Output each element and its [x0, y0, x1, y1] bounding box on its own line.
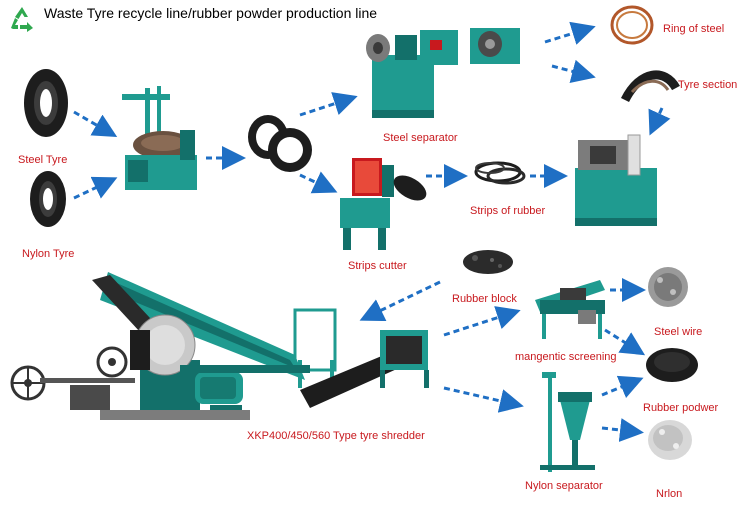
arrow-shredder-to-nylon-separator: [443, 386, 524, 413]
label-nylon-separator: Nylon separator: [525, 480, 603, 492]
label-magnetic-screening: mangentic screening: [515, 351, 617, 363]
rubber-crusher-machine: [575, 134, 657, 226]
arrow-block-to-shredder: [359, 280, 441, 322]
rubber-block-image: [463, 250, 513, 274]
label-nylon: Nrlon: [656, 488, 683, 500]
arrow-separator-to-ring: [544, 21, 596, 45]
arrow-steel-tyre-to-cutter: [73, 110, 118, 138]
label-tyre-section: Tyre section: [678, 79, 738, 91]
arrow-shredder-to-magnetic: [443, 306, 521, 337]
label-ring-of-steel: Ring of steel: [663, 23, 725, 35]
tyre-section-image: [620, 70, 680, 103]
label-rubber-block: Rubber block: [452, 293, 517, 305]
magnetic-screening-machine: [535, 280, 605, 339]
label-steel-separator: Steel separator: [383, 132, 458, 144]
flow-arrows: [73, 21, 671, 442]
nylon-image: [648, 420, 692, 460]
arrow-nylon-to-nylon: [601, 418, 644, 442]
arrow-section-to-crusher: [648, 107, 671, 136]
label-tyre-shredder: XKP400/450/560 Type tyre shredder: [247, 430, 425, 442]
recycle-icon: [11, 7, 33, 32]
rubber-powder-image: [646, 348, 698, 382]
strips-cutter-machine: [340, 158, 427, 250]
label-strips-cutter: Strips cutter: [348, 260, 407, 272]
tyre-cutter-machine: [122, 86, 197, 190]
arrow-rings-to-separator: [299, 92, 358, 117]
arrow-nylon-tyre-to-cutter: [73, 176, 118, 200]
label-steel-wire: Steel wire: [654, 326, 703, 338]
steel-wire-image: [648, 267, 688, 307]
steel-tyre-image: [24, 69, 68, 137]
label-strips-of-rubber: Strips of rubber: [470, 205, 546, 217]
arrow-magnetic-to-powder: [604, 328, 646, 356]
steel-separator-machine: [366, 28, 520, 118]
diagram-title: Waste Tyre recycle line/rubber powder pr…: [44, 5, 378, 21]
arrow-separator-to-section: [551, 59, 596, 84]
arrow-nylon-to-powder: [601, 375, 644, 398]
label-steel-tyre: Steel Tyre: [18, 154, 68, 166]
label-nylon-tyre: Nylon Tyre: [22, 248, 75, 260]
tyre-shredder-machine: [10, 272, 429, 420]
label-rubber-powder: Rubber podwer: [643, 402, 719, 414]
strips-of-rubber-image: [474, 161, 526, 185]
nylon-separator-machine: [540, 372, 595, 472]
ring-of-steel-image: [610, 5, 654, 45]
arrow-rings-to-strips-cutter: [299, 171, 338, 194]
nylon-tyre-image: [30, 171, 66, 227]
tyre-rings-image: [248, 115, 312, 172]
